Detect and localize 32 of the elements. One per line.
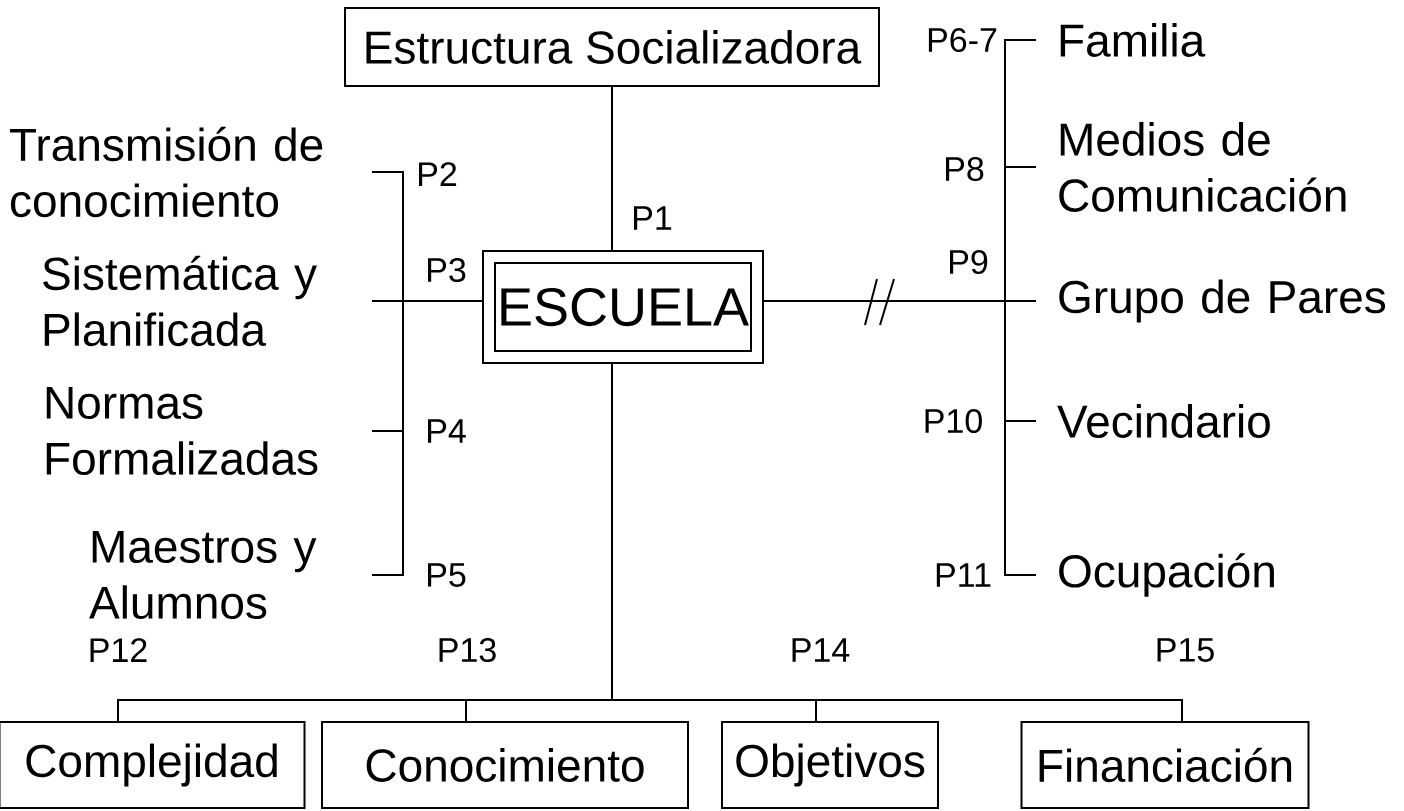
edge-label: P11 bbox=[936, 563, 991, 587]
edge-label: P15 bbox=[1157, 638, 1214, 662]
connector-line bbox=[763, 300, 1037, 576]
node-text: Normas Formalizadas bbox=[46, 386, 318, 476]
edge-label: P13 bbox=[439, 637, 496, 663]
node-text: Transmisión de conocimiento bbox=[10, 126, 323, 218]
edge-label: P5 bbox=[428, 563, 466, 587]
edge-label: P6-7 bbox=[928, 27, 997, 53]
node-text: Medios de Comunicación bbox=[1059, 122, 1346, 212]
edge-label: P12 bbox=[90, 638, 147, 662]
edge-label: P9 bbox=[950, 249, 988, 275]
connector-line bbox=[611, 86, 613, 251]
double-box: ESCUELA bbox=[482, 250, 764, 364]
label-box: Estructura Socializadora bbox=[344, 7, 880, 87]
edge-label: P8 bbox=[946, 156, 984, 182]
connector-line bbox=[611, 363, 1183, 722]
edge-label: P10 bbox=[925, 408, 982, 434]
label-box: Financiación bbox=[1020, 721, 1310, 809]
label-box: Conocimiento bbox=[321, 721, 689, 809]
node-text: Vecindario bbox=[1057, 404, 1270, 438]
node-text: Familia bbox=[1060, 23, 1206, 57]
edge-label: P4 bbox=[428, 419, 466, 443]
edge-label: P3 bbox=[428, 257, 466, 283]
edge-label: P14 bbox=[792, 638, 850, 662]
node-text: Maestros y Alumnos bbox=[89, 530, 317, 620]
edge-label: P1 bbox=[634, 206, 672, 230]
node-text: Ocupación bbox=[1059, 553, 1274, 597]
node-text: Grupo de Pares bbox=[1059, 279, 1386, 323]
edge-label: P2 bbox=[419, 162, 457, 186]
node-text: Sistemática y Planificada bbox=[43, 255, 317, 347]
label-box: Complejidad bbox=[0, 721, 306, 809]
label-box: Objetivos bbox=[721, 721, 939, 809]
